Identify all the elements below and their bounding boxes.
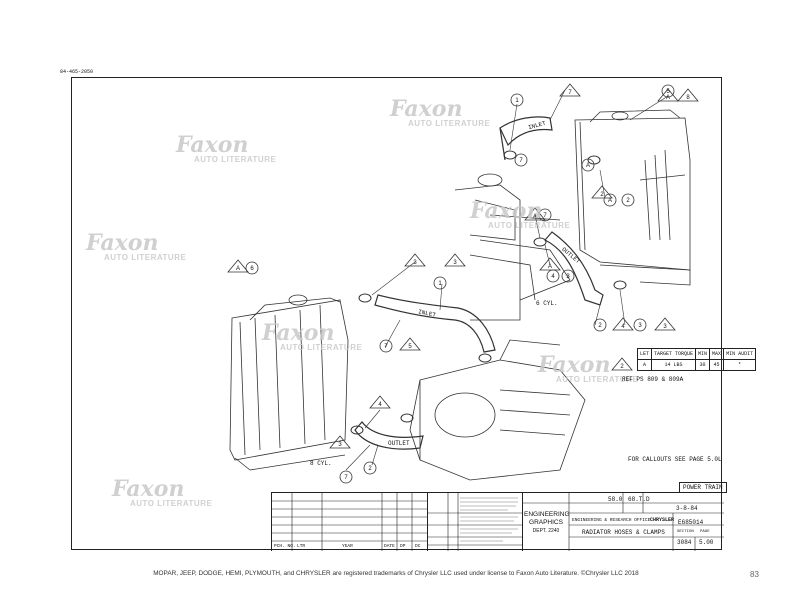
svg-text:4: 4 [621,324,625,330]
page-number: 83 [750,570,759,579]
eight-cyl-label: 8 CYL. [310,460,332,467]
torque-cell: 30 [695,359,711,371]
torque-header: MAX [709,348,725,360]
hose-inlet-lower [374,294,496,353]
drawing-frame [71,77,722,550]
page-label: PAGE [700,530,710,534]
date-value: 3-8-84 [676,505,698,512]
svg-text:2: 2 [620,364,624,370]
tb-col-pch: PCH. NO. [274,544,296,549]
svg-text:1: 1 [438,281,442,287]
engine-top [454,173,571,321]
torque-cell: 45 [709,359,725,371]
tb-col-dp: DP [400,544,406,549]
radiator-eight-cyl [229,294,349,471]
svg-text:2: 2 [368,466,372,472]
svg-text:5: 5 [408,344,412,350]
reference-note: REF PS 809 & 809A [622,376,684,383]
title-block-main [522,493,724,551]
torque-table: LET TARGET TORQUE MIN MAX MIN AUDIT A 14… [636,348,757,371]
svg-text:3: 3 [663,324,667,330]
svg-text:7: 7 [519,158,523,164]
drawing-number: E685014 [678,519,704,526]
svg-text:3: 3 [566,274,570,280]
svg-text:6: 6 [250,266,254,272]
svg-text:8: 8 [686,95,690,101]
hose-outlet-upper [544,231,604,306]
engine-bottom [409,339,586,481]
page-value: 5.00 [699,539,714,546]
callout-leaders [345,89,669,471]
tb-col-year: YEAR [342,544,353,549]
torque-cell: 14 LBS [651,359,697,371]
company-name: ENGINEERING & RESEARCH OFFICE [572,518,651,523]
svg-text:2: 2 [600,192,604,198]
trademark-footer: MOPAR, JEEP, DODGE, HEMI, PLYMOUTH, and … [153,570,639,577]
svg-text:4: 4 [551,274,555,280]
tb-col-dc: DC [415,544,421,549]
hose-outlet-lower [354,421,424,450]
model-value: 58.0 [608,496,623,503]
torque-header: MIN [695,348,711,360]
document-number: 84-465-2050 [60,69,94,75]
chrysler-logo: CHRYSLER [650,517,675,523]
svg-text:A: A [586,163,590,169]
revision-notes [427,493,523,551]
model2-value: 68.T.D [628,496,650,503]
tb-col-date: DATE [384,544,395,549]
svg-text:7: 7 [344,475,348,481]
tb-col-ltr: LTR [297,544,306,549]
svg-text:3: 3 [338,442,342,448]
svg-text:A: A [236,266,240,272]
svg-text:7: 7 [384,344,388,350]
hose-clamps [350,150,627,435]
callout-circles [245,84,675,484]
outlet-label-lower: OUTLET [388,440,410,447]
section-label: SECTION [677,530,694,534]
torque-header: MIN AUDIT [723,348,757,360]
svg-text:1: 1 [515,98,519,104]
svg-text:7: 7 [543,213,547,219]
callouts-note: FOR CALLOUTS SEE PAGE 5.0L [628,456,722,463]
svg-text:7: 7 [568,90,572,96]
torque-cell: A [636,359,653,371]
six-cyl-label: 6 CYL. [536,300,558,307]
svg-text:2: 2 [598,323,602,329]
torque-cell: * [723,359,757,371]
engineering-graphics: ENGINEERING GRAPHICS DEPT. 2240 [524,511,570,534]
svg-text:5: 5 [666,89,670,95]
svg-text:A: A [533,214,537,220]
svg-text:4: 4 [378,402,382,408]
revision-grid [272,493,427,551]
title-block: PCH. NO. LTR YEAR DATE DP DC ENGINEERING… [271,492,724,551]
radiator-six-cyl [574,109,691,286]
drawing-title: RADIATOR HOSES & CLAMPS [582,529,665,536]
svg-text:2: 2 [626,198,630,204]
torque-header: LET [636,348,653,360]
callout-triangles [227,83,699,449]
svg-text:3: 3 [638,323,642,329]
svg-text:A: A [548,264,552,270]
svg-text:3: 3 [413,260,417,266]
torque-header: TARGET TORQUE [651,348,697,360]
power-train-label: POWER TRAIN [679,482,727,493]
svg-text:3: 3 [453,260,457,266]
svg-text:A: A [666,95,670,101]
svg-text:A: A [608,198,612,204]
section-value: 3084 [677,539,692,546]
